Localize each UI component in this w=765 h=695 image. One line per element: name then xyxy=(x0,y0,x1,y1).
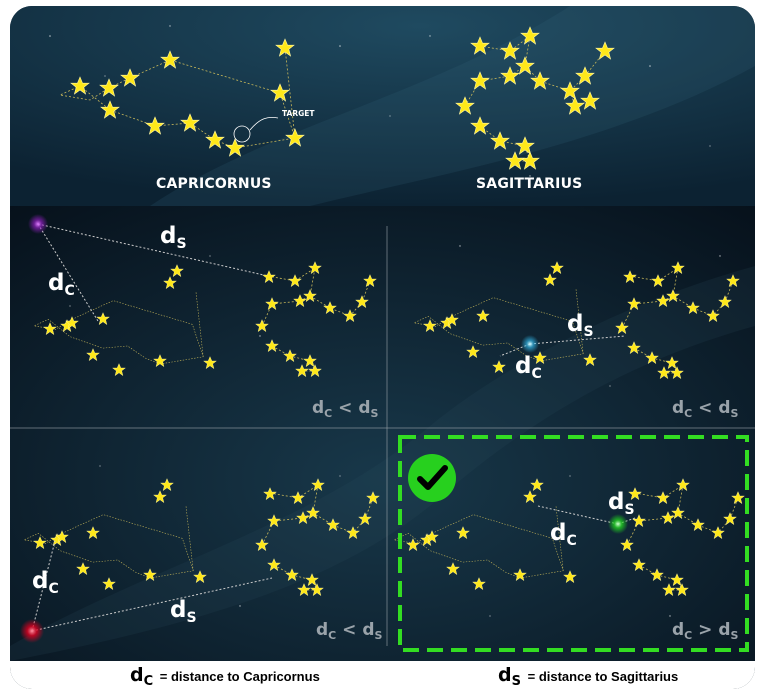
legend-dc: dC = distance to Capricornus xyxy=(130,664,320,689)
panel3-ds-label: dS xyxy=(170,597,197,626)
panel1-dc-label: dC xyxy=(48,270,75,299)
sky-illustration xyxy=(10,6,755,689)
panel1-comparison: dC < dS xyxy=(312,398,379,420)
panel4-comparison: dC > dS xyxy=(672,620,739,642)
panel2-dc-label: dC xyxy=(515,353,542,382)
panel4-ds-label: dS xyxy=(608,489,635,518)
panel4-dc-label: dC xyxy=(550,520,577,549)
selection-box xyxy=(398,435,749,652)
check-icon xyxy=(408,454,456,502)
capricornus-label: CAPRICORNUS xyxy=(156,176,272,192)
panel1-ds-label: dS xyxy=(160,223,187,252)
constellation-figure: CAPRICORNUS SAGITTARIUS TARGET dS dC dC … xyxy=(10,6,755,689)
panel2-comparison: dC < dS xyxy=(672,398,739,420)
panel2-ds-label: dS xyxy=(567,311,594,340)
target-label: TARGET xyxy=(282,109,315,118)
sagittarius-label: SAGITTARIUS xyxy=(476,176,583,192)
panel3-comparison: dC < dS xyxy=(316,620,383,642)
legend-ds: dS = distance to Sagittarius xyxy=(498,664,679,689)
panel3-dc-label: dC xyxy=(32,568,59,597)
